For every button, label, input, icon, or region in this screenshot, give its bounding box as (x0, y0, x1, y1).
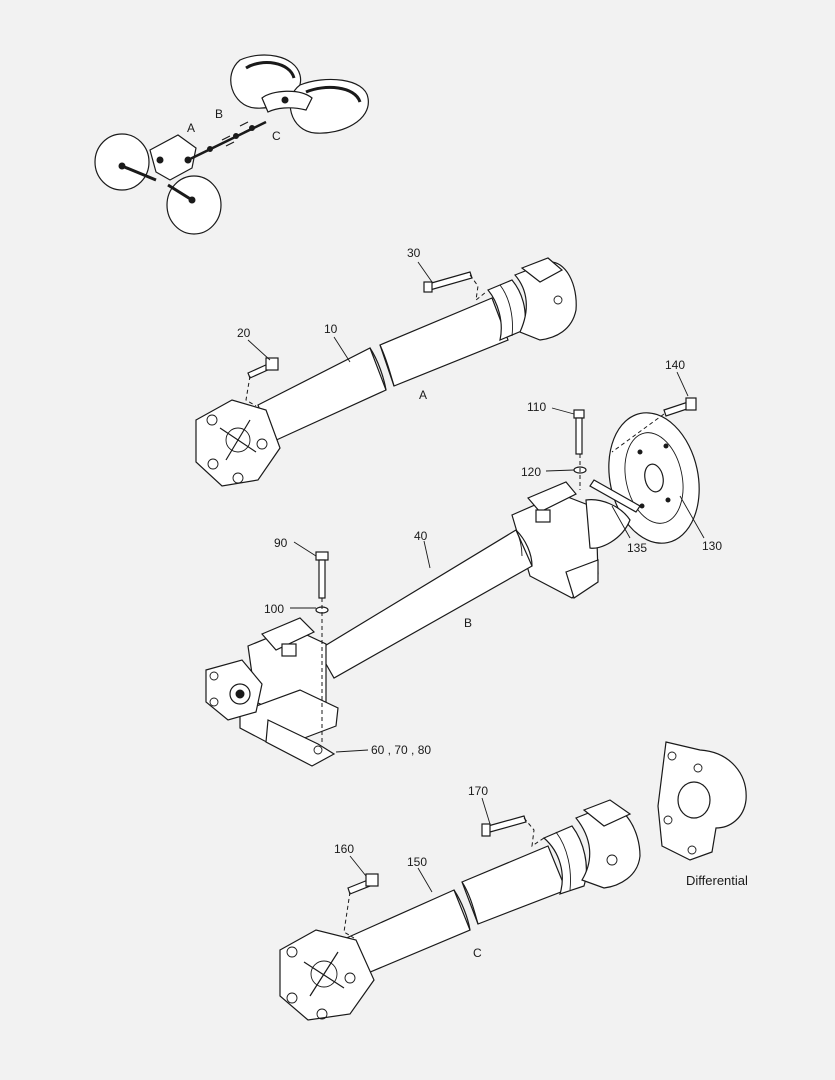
callout-130: 130 (702, 539, 723, 553)
drive-shaft-a (195, 257, 577, 487)
overview-label-b: B (215, 107, 224, 121)
callout-40: 40 (414, 529, 428, 543)
callout-60-70-80: 60 , 70 , 80 (371, 743, 432, 757)
drive-shaft-c (279, 741, 747, 1021)
drive-shaft-b (205, 371, 705, 767)
callout-10: 10 (324, 322, 338, 336)
callout-100: 100 (264, 602, 285, 616)
callout-30: 30 (407, 246, 421, 260)
section-label-c: C (473, 946, 482, 960)
callout-170: 170 (468, 784, 489, 798)
callout-90: 90 (274, 536, 288, 550)
section-label-b: B (464, 616, 473, 630)
differential-label: Differential (686, 873, 748, 888)
callout-160: 160 (334, 842, 355, 856)
overview-inset (94, 54, 369, 235)
callout-150: 150 (407, 855, 428, 869)
callout-140: 140 (665, 358, 686, 372)
callout-20: 20 (237, 326, 251, 340)
callout-135: 135 (627, 541, 648, 555)
callout-110: 110 (527, 400, 547, 414)
overview-label-a: A (187, 121, 196, 135)
overview-label-c: C (272, 129, 281, 143)
callout-120: 120 (521, 465, 542, 479)
section-label-a: A (419, 388, 428, 402)
